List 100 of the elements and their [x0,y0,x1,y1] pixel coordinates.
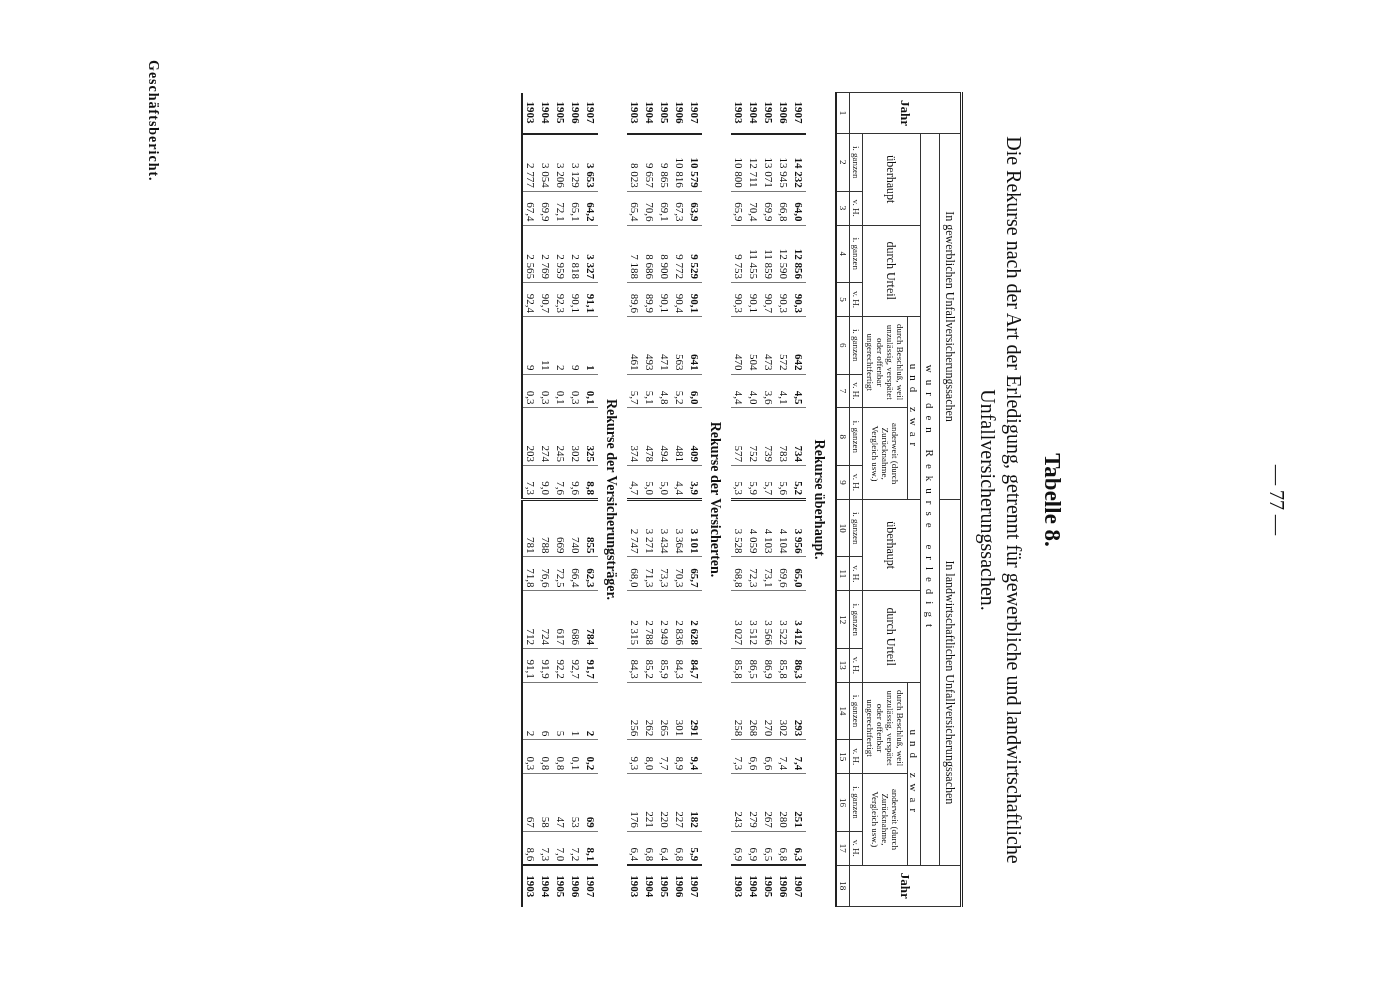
value-text: 70,6 [642,191,657,226]
value-text: 0,3 [522,739,538,774]
value-text: 0,3 [522,374,538,408]
year-label: 1906 [568,92,583,134]
value-text: 5,9 [687,831,702,866]
year-label: 1904 [746,92,761,134]
value-text: 686 [568,590,583,649]
column-number: 11 [836,556,850,591]
column-number: 2 [836,133,850,192]
value-text: 7,7 [657,739,672,774]
year-label: 1907 [687,92,702,134]
value-text: 11 [538,316,553,374]
value-text: 7,2 [568,831,583,866]
value-text: 69,9 [761,191,776,226]
value-text: 2 565 [522,225,538,283]
value-text: 577 [731,407,746,466]
value-text: 7,3 [538,831,553,866]
value-text: 280 [776,773,791,832]
value-text: 740 [568,499,583,557]
value-text: 279 [746,773,761,832]
unit-heading: i. ganzen [849,133,863,192]
value-text: 4,8 [657,374,672,408]
value-text: 67,4 [522,191,538,226]
year-label: 1905 [761,865,776,907]
value-text: 471 [657,316,672,374]
value-text: 176 [627,773,642,832]
value-text: 262 [642,682,657,740]
year-label: 1903 [627,92,642,134]
value-text: 76,6 [538,556,553,591]
value-text: 734 [791,407,806,466]
value-text: 90,3 [791,282,806,317]
value-text: 73,3 [657,556,672,591]
value-text: 504 [746,316,761,374]
value-text: 3 434 [657,499,672,557]
value-text: 90,7 [761,282,776,317]
value-text: 91,1 [522,648,538,683]
value-text: 270 [761,682,776,740]
column-number: 6 [836,316,850,374]
subgroup-heading: und zwar [907,316,921,500]
value-text: 70,4 [746,191,761,226]
value-text: 301 [672,682,687,740]
value-text: 641 [687,316,702,374]
value-text: 256 [627,682,642,740]
value-text: 0,3 [568,374,583,408]
column-number: 18 [836,865,850,907]
value-text: 8 023 [627,133,642,192]
value-text: 72,5 [553,556,568,591]
value-text: 7,3 [522,465,538,500]
value-text: 7,6 [553,465,568,500]
value-text: 6,5 [761,831,776,866]
value-text: 2 959 [553,225,568,283]
value-text: 781 [522,499,538,557]
value-text: 855 [583,499,598,557]
value-text: 3 206 [553,133,568,192]
value-text: 62,3 [583,556,598,591]
value-text: 4,7 [627,465,642,500]
value-text: 3,6 [761,374,776,408]
unit-heading: v. H. [849,465,863,500]
value-text: 6,8 [642,831,657,866]
value-text: 63,9 [687,191,702,226]
value-text: 2 836 [672,590,687,649]
year-label: 1907 [583,865,598,907]
value-text: 68,0 [627,556,642,591]
value-text: 65,7 [687,556,702,591]
unit-heading: i. ganzen [849,682,863,740]
year-label: 1903 [522,865,538,907]
value-text: 3 566 [761,590,776,649]
table-title: Die Rekurse nach der Art der Erledigung, getrennt für gewerbliche und landwirtschaftliche Unfallversicherungssachen. [975,135,1026,866]
value-text: 563 [672,316,687,374]
value-text: 6,4 [657,831,672,866]
value-text: 0,2 [583,739,598,774]
value-text: 3 412 [791,590,806,649]
value-text: 8,0 [642,739,657,774]
value-text: 325 [583,407,598,466]
column-heading: überhaupt [862,133,921,226]
value-text: 2 628 [687,590,702,649]
value-text: 90,1 [687,282,702,317]
value-text: 6,3 [791,831,806,866]
value-text: 92,3 [553,282,568,317]
year-label: 1904 [538,92,553,134]
value-text: 8,9 [672,739,687,774]
unit-heading: i. ganzen [849,225,863,283]
value-text: 85,8 [776,648,791,683]
value-text: 9,0 [538,465,553,500]
column-heading: überhaupt [862,499,921,591]
unit-heading: i. ganzen [849,590,863,649]
value-text: 8,8 [583,465,598,500]
column-heading: durch Urteil [862,225,921,317]
column-number: 8 [836,407,850,466]
value-text: 374 [627,407,642,466]
year-label: 1905 [657,92,672,134]
value-text: 86,3 [791,648,806,683]
value-text: 4,0 [746,374,761,408]
column-number: 16 [836,773,850,832]
running-footer: Geschäftsbericht. [145,60,161,182]
value-text: 9,3 [627,739,642,774]
column-number: 13 [836,648,850,683]
value-text: 227 [672,773,687,832]
year-label: 1903 [627,865,642,907]
value-text: 6,0 [687,374,702,408]
